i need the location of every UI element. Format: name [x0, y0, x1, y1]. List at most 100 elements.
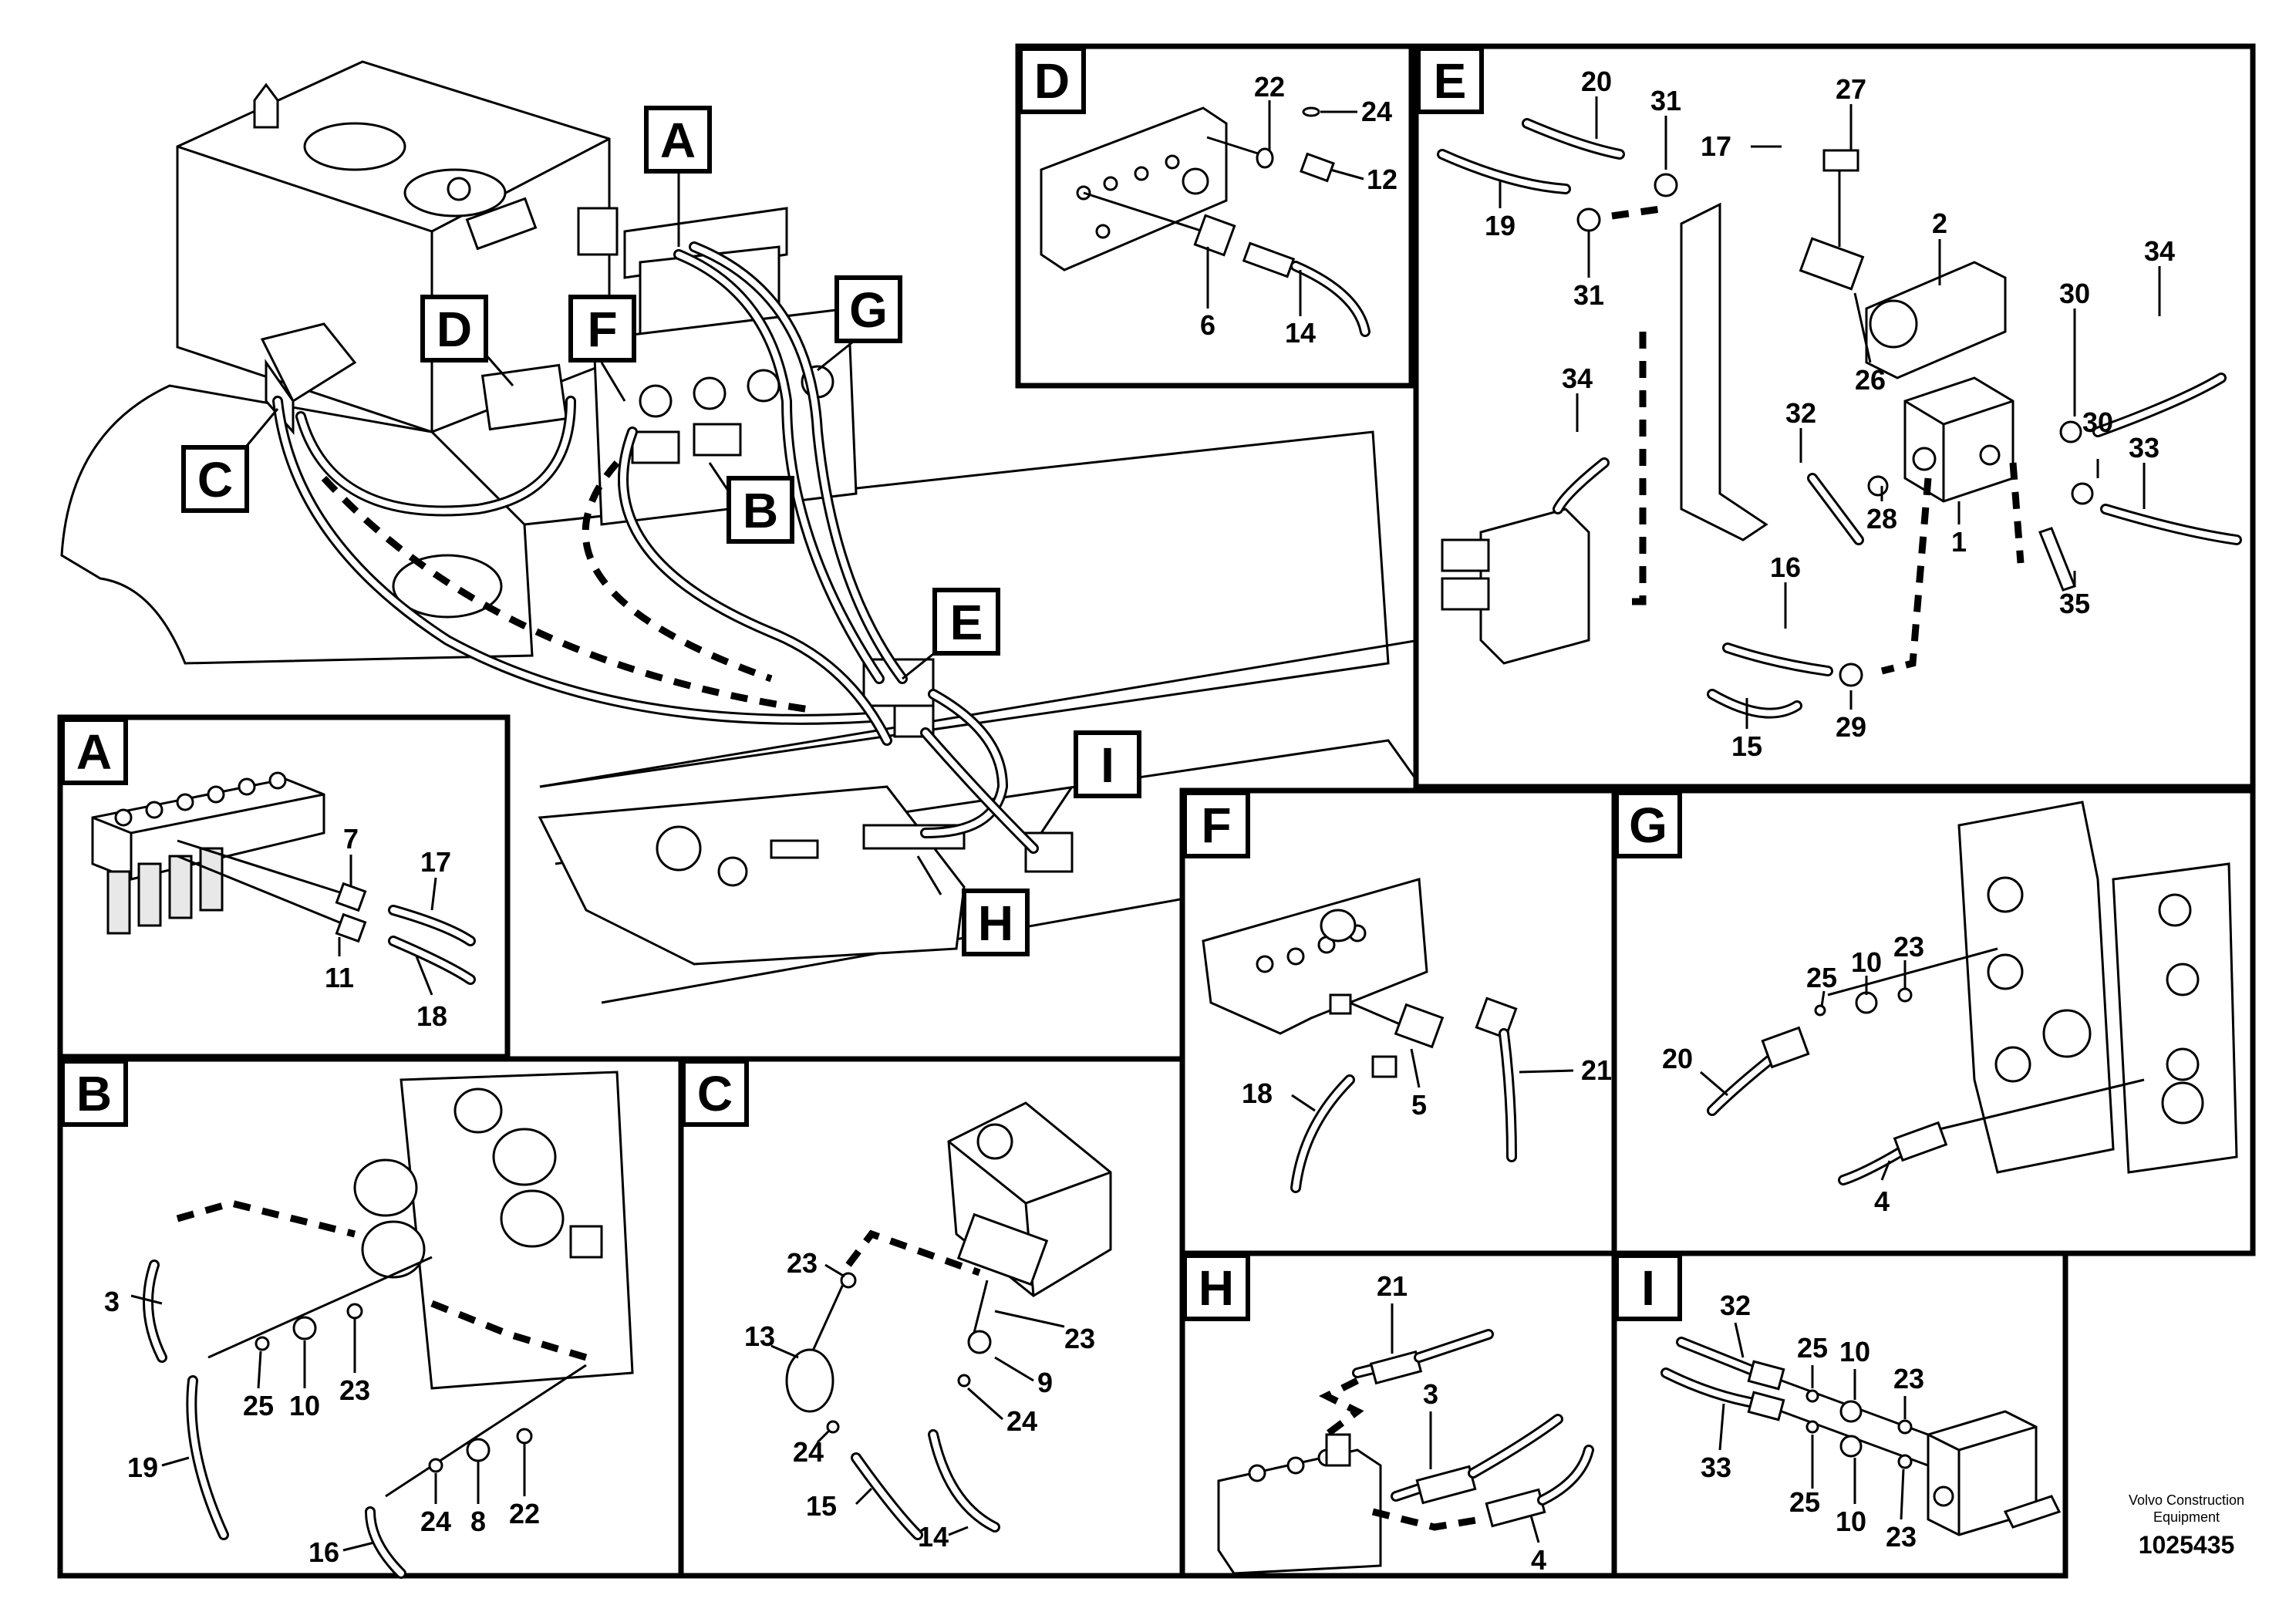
- svg-text:4: 4: [1531, 1544, 1546, 1576]
- svg-text:31: 31: [1650, 85, 1681, 116]
- svg-text:23: 23: [1893, 931, 1924, 963]
- svg-text:30: 30: [2082, 406, 2113, 438]
- callout-f: F: [568, 295, 636, 363]
- svg-text:23: 23: [787, 1247, 818, 1279]
- svg-text:21: 21: [1377, 1270, 1408, 1302]
- svg-text:A: A: [76, 724, 112, 780]
- svg-text:17: 17: [420, 846, 451, 878]
- svg-text:33: 33: [1701, 1452, 1731, 1483]
- svg-text:34: 34: [2144, 235, 2175, 267]
- svg-text:11: 11: [325, 962, 354, 993]
- svg-text:25: 25: [1806, 962, 1837, 993]
- svg-text:1: 1: [1951, 526, 1967, 558]
- svg-text:10: 10: [289, 1390, 320, 1421]
- svg-text:32: 32: [1785, 397, 1816, 429]
- plate-d: [480, 363, 568, 431]
- callout-i: I: [1074, 730, 1141, 798]
- svg-text:26: 26: [1855, 364, 1886, 396]
- svg-text:E: E: [950, 595, 983, 650]
- svg-text:35: 35: [2059, 588, 2090, 619]
- svg-text:19: 19: [127, 1452, 158, 1483]
- panel-f: F 18 5 21: [1179, 787, 1617, 1256]
- svg-text:G: G: [849, 282, 888, 338]
- callout-e: E: [932, 588, 1000, 656]
- main-hoses: [272, 241, 1039, 854]
- svg-text:24: 24: [1361, 96, 1392, 127]
- solenoid-e: [862, 658, 935, 738]
- block-i: [1024, 831, 1074, 873]
- svg-text:A: A: [660, 113, 696, 168]
- svg-text:12: 12: [1367, 164, 1397, 195]
- callout-c: C: [181, 445, 249, 513]
- callout-a: A: [644, 106, 712, 174]
- svg-text:3: 3: [104, 1286, 120, 1317]
- svg-text:31: 31: [1573, 279, 1604, 311]
- svg-text:F: F: [587, 302, 617, 357]
- callout-d: D: [420, 295, 488, 363]
- svg-text:14: 14: [918, 1521, 949, 1553]
- panel-e: E: [1413, 43, 2256, 790]
- svg-text:16: 16: [1770, 551, 1801, 583]
- svg-text:10: 10: [1839, 1336, 1870, 1367]
- svg-text:E: E: [1434, 53, 1467, 109]
- svg-text:25: 25: [1797, 1332, 1828, 1364]
- panel-a: A 7 17 11 18: [57, 714, 511, 1060]
- callout-g: G: [834, 275, 902, 343]
- svg-text:9: 9: [1037, 1367, 1053, 1398]
- svg-text:23: 23: [1893, 1363, 1924, 1394]
- svg-text:C: C: [197, 452, 233, 508]
- svg-text:18: 18: [1242, 1077, 1273, 1109]
- svg-text:H: H: [1199, 1260, 1234, 1316]
- svg-text:10: 10: [1851, 946, 1882, 978]
- svg-text:5: 5: [1411, 1089, 1427, 1121]
- svg-text:2: 2: [1932, 207, 1947, 239]
- svg-text:14: 14: [1285, 317, 1316, 349]
- svg-text:23: 23: [1064, 1323, 1095, 1354]
- panel-g: G 25 10 23 20 4: [1611, 787, 2256, 1256]
- svg-text:22: 22: [1254, 71, 1285, 103]
- panel-i: I 32 25 10 23 33 25 10 23: [1611, 1250, 2068, 1579]
- svg-text:B: B: [743, 483, 778, 538]
- upper-frame: [60, 384, 1468, 1004]
- svg-text:13: 13: [744, 1320, 775, 1352]
- svg-text:D: D: [437, 302, 472, 357]
- svg-text:17: 17: [1701, 130, 1731, 162]
- svg-text:25: 25: [1789, 1486, 1820, 1518]
- svg-text:6: 6: [1200, 309, 1215, 341]
- svg-text:18: 18: [416, 1000, 447, 1032]
- svg-text:28: 28: [1866, 503, 1897, 534]
- footer-company-line1: Volvo Construction: [2128, 1492, 2245, 1508]
- svg-text:10: 10: [1836, 1506, 1866, 1537]
- svg-text:23: 23: [339, 1374, 370, 1406]
- svg-text:24: 24: [793, 1436, 824, 1468]
- callout-h: H: [962, 889, 1030, 956]
- svg-text:24: 24: [420, 1506, 451, 1537]
- callout-b: B: [727, 476, 794, 544]
- panel-h: H 21 3 4: [1179, 1250, 1617, 1579]
- svg-text:23: 23: [1886, 1521, 1917, 1553]
- footer-company-line2: Equipment: [2153, 1509, 2220, 1525]
- svg-text:3: 3: [1423, 1378, 1438, 1410]
- svg-text:21: 21: [1581, 1054, 1612, 1086]
- svg-text:I: I: [1101, 737, 1114, 793]
- svg-text:16: 16: [308, 1536, 339, 1568]
- svg-text:27: 27: [1836, 73, 1866, 105]
- panel-d: D 22 24 12 6 14: [1015, 43, 1414, 389]
- svg-text:22: 22: [509, 1498, 540, 1529]
- svg-text:20: 20: [1581, 66, 1612, 97]
- svg-text:20: 20: [1662, 1043, 1693, 1074]
- svg-text:33: 33: [2129, 432, 2159, 464]
- document-number: 1025435: [2138, 1531, 2235, 1559]
- svg-text:D: D: [1034, 53, 1070, 109]
- panel-c: C 23 13 23 9 24 24 15 14: [678, 1056, 1185, 1579]
- svg-text:8: 8: [470, 1506, 486, 1537]
- main-overview: A D F G C B E I: [60, 60, 1468, 1004]
- svg-text:C: C: [697, 1066, 733, 1121]
- panel-b: B 3 25 10 23 19 24 8 22 16: [57, 1056, 684, 1579]
- svg-text:34: 34: [1562, 363, 1593, 394]
- svg-text:4: 4: [1874, 1185, 1890, 1217]
- svg-text:G: G: [1629, 798, 1667, 853]
- svg-text:29: 29: [1836, 711, 1866, 743]
- svg-text:F: F: [1201, 798, 1231, 853]
